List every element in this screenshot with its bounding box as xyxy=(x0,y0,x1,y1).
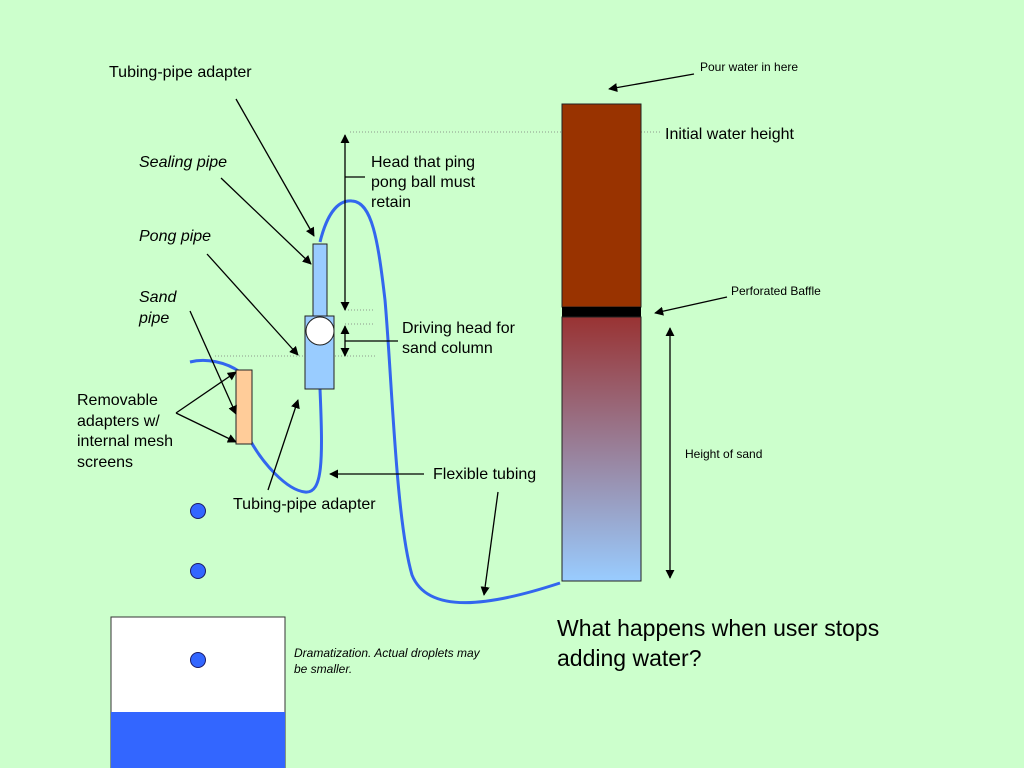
label-flexible-tubing: Flexible tubing xyxy=(433,466,537,483)
sealing-pipe xyxy=(312,243,328,319)
pointer-sealing-pipe xyxy=(220,177,312,265)
droplet xyxy=(190,563,206,579)
dramatization-note: Dramatization. Actual droplets may be sm… xyxy=(294,646,480,676)
pointer-pong-pipe xyxy=(206,253,299,356)
label-height-of-sand: Height of sand xyxy=(685,447,763,461)
water-column xyxy=(561,103,642,308)
label-perforated-baffle: Perforated Baffle xyxy=(731,284,821,298)
pointer-flexible-tubing-down xyxy=(480,491,499,596)
flexible-tubing xyxy=(318,199,561,605)
pointer-adapter-upper xyxy=(175,371,237,414)
label-initial-water-height: Initial water height xyxy=(665,126,794,143)
label-sealing-pipe: Sealing pipe xyxy=(139,154,228,171)
label-removable-adapters: Removable adapters w/ internal mesh scre… xyxy=(77,392,174,471)
pointer-tubing-pipe-adapter-top xyxy=(235,98,315,237)
label-pong-pipe: Pong pipe xyxy=(139,228,212,245)
pointer-pour-water xyxy=(608,73,695,93)
pointer-adapter-lower xyxy=(175,412,237,443)
droplet xyxy=(190,652,206,668)
ping-pong-ball xyxy=(305,316,335,346)
label-pour-water: Pour water in here xyxy=(700,60,799,74)
pointer-tubing-pipe-adapter-bottom xyxy=(267,399,300,491)
label-tubing-pipe-adapter-bottom: Tubing-pipe adapter xyxy=(233,496,376,513)
question-text: What happens when user stops adding wate… xyxy=(557,615,880,671)
droplet xyxy=(190,503,206,519)
pointer-perforated-baffle xyxy=(654,296,728,316)
label-head-ping-pong: Head that ping pong ball must retain xyxy=(371,154,476,211)
label-driving-head: Driving head for sand column xyxy=(402,320,515,357)
pointer-sand-pipe xyxy=(189,310,237,415)
lower-tubing xyxy=(248,388,323,494)
label-sand-pipe: Sand pipe xyxy=(139,289,177,327)
sand-column xyxy=(561,316,642,582)
perforated-baffle xyxy=(562,307,641,317)
label-tubing-pipe-adapter-top: Tubing-pipe adapter xyxy=(109,64,252,81)
sand-pipe xyxy=(235,369,253,445)
bucket-water xyxy=(111,712,285,768)
